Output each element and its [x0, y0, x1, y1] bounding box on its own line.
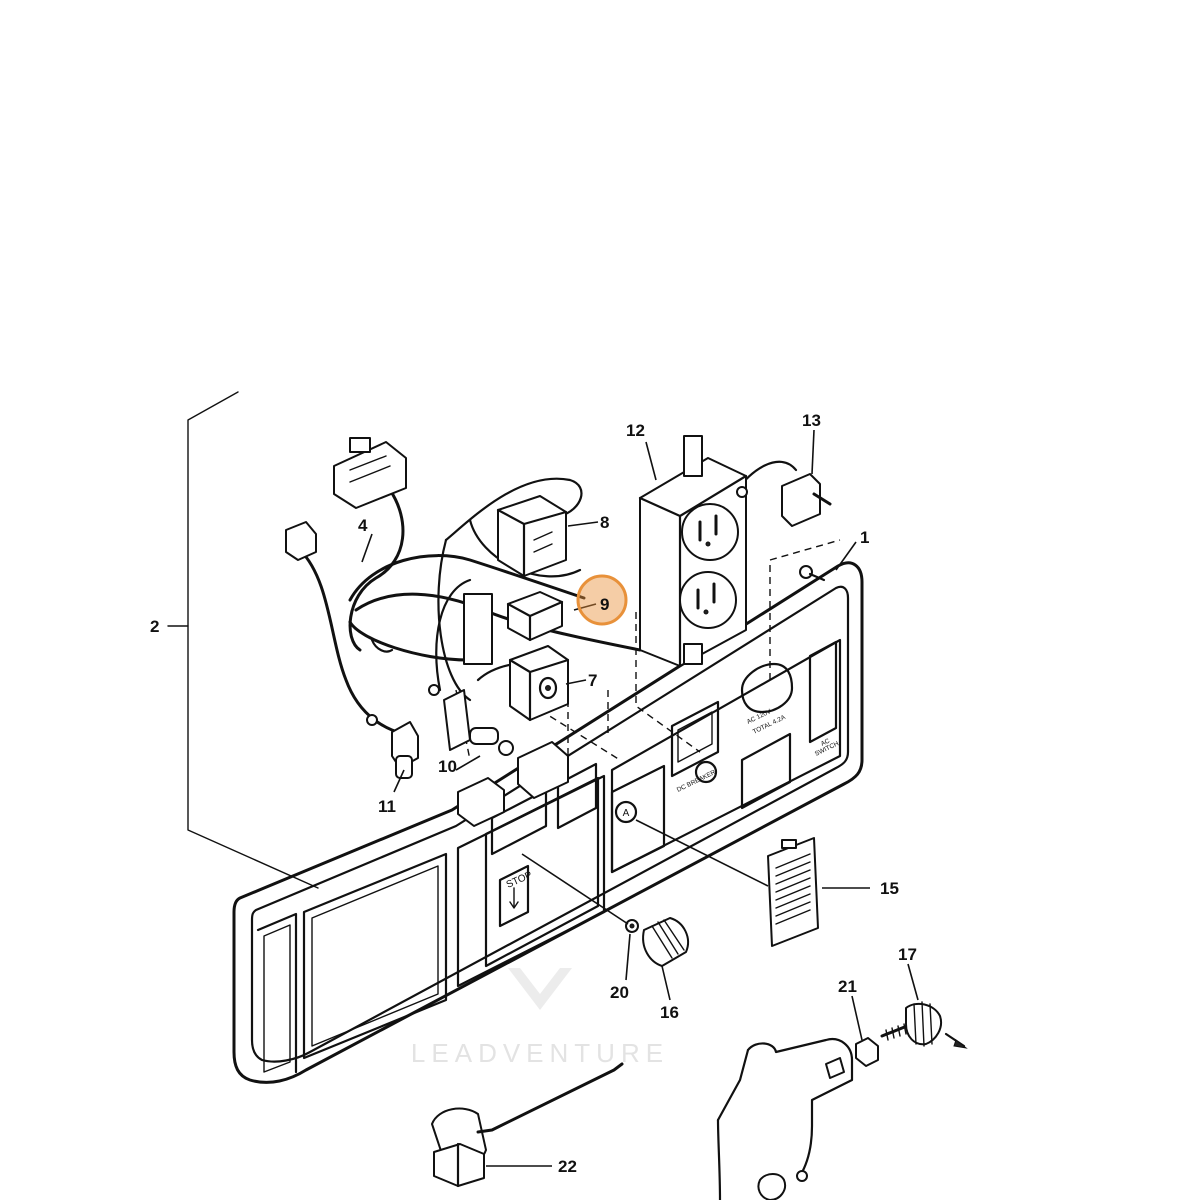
callout-12[interactable]: 12: [626, 421, 645, 440]
filter-cover: [767, 837, 819, 947]
arrow-17: [944, 1032, 968, 1049]
watermark-logo-icon: [508, 968, 572, 1010]
callout-21[interactable]: 21: [838, 977, 857, 996]
lamp-holder-10: [428, 684, 514, 756]
callout-7[interactable]: 7: [588, 671, 597, 690]
callout-1[interactable]: 1: [860, 528, 869, 547]
callout-15[interactable]: 15: [880, 879, 899, 898]
callout-17[interactable]: 17: [898, 945, 917, 964]
panel-boxes: [457, 741, 569, 827]
callout-labels: 1 2 4 7 8 9 10 11 12 13 15 16 17 20 21 2…: [150, 411, 917, 1176]
callout-8[interactable]: 8: [600, 513, 609, 532]
leader-lines: [361, 429, 919, 1167]
highlight-ring: [576, 574, 628, 626]
transformer: [496, 495, 568, 578]
callout-10[interactable]: 10: [438, 757, 457, 776]
connector-plug-large: [333, 437, 407, 509]
callout-11[interactable]: 11: [378, 797, 396, 816]
front-panel: A STOP AC 120V TOTAL 4.2A AC SWITCH DC B…: [232, 561, 864, 1084]
cap-22: [431, 1062, 624, 1188]
switch-11: [366, 714, 419, 779]
callout-4[interactable]: 4: [358, 516, 368, 535]
connector-plug-small: [285, 521, 317, 561]
ac-switch-label-1: AC: [820, 737, 831, 747]
nut-21: [855, 1037, 879, 1067]
component-9: [463, 591, 564, 665]
callout-13[interactable]: 13: [802, 411, 821, 430]
toggle-switch: [736, 473, 832, 527]
stop-label: STOP: [505, 870, 534, 891]
leadventure-watermark: LEADVENTURE: [411, 968, 669, 1068]
callout-9[interactable]: 9: [600, 595, 609, 614]
callout-16[interactable]: 16: [660, 1003, 679, 1022]
callout-20[interactable]: 20: [610, 983, 629, 1002]
screw-1: [799, 565, 826, 582]
duplex-outlet: [638, 435, 748, 668]
washer-20: [625, 919, 639, 933]
watermark-text: LEADVENTURE: [411, 1038, 669, 1068]
mounting-bracket: [716, 1038, 854, 1200]
knob-16: [642, 917, 689, 967]
detail-marker-label: A: [623, 808, 630, 819]
callout-22[interactable]: 22: [558, 1157, 577, 1176]
alignment-lines: [455, 539, 841, 761]
bolt-17: [880, 1001, 942, 1047]
callout-2[interactable]: 2: [150, 617, 159, 636]
receptacle-7: [508, 645, 570, 722]
assembly-bracket: [167, 391, 319, 889]
